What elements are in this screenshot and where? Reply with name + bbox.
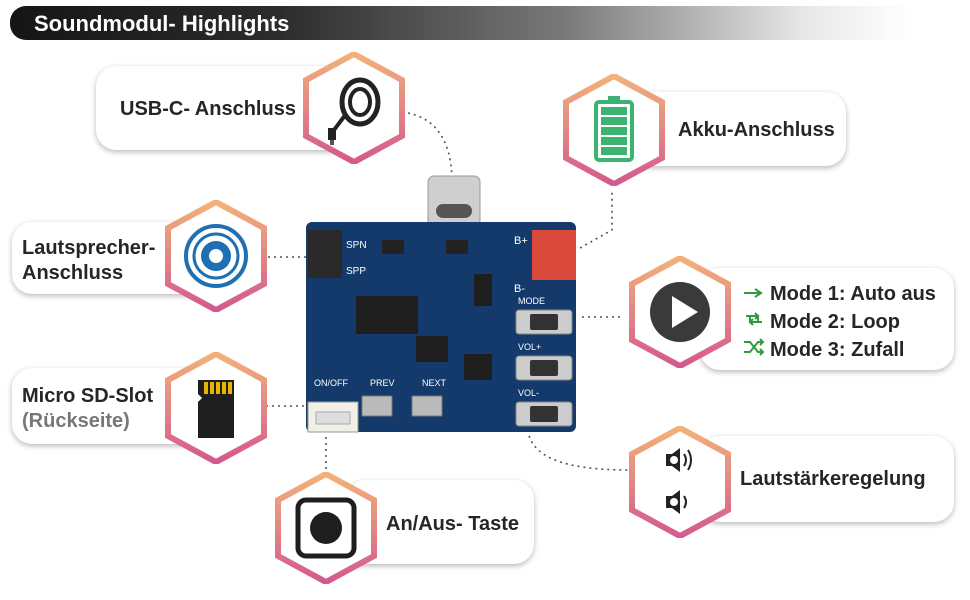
power-callout bbox=[346, 480, 534, 564]
power-label: An/Aus- Taste bbox=[386, 513, 519, 535]
page-title: Soundmodul- Highlights bbox=[34, 11, 290, 36]
battery-icon bbox=[563, 74, 665, 186]
sd-label-line1: Micro SD-Slot bbox=[22, 385, 154, 407]
header-bar: Soundmodul- Highlights bbox=[10, 6, 910, 40]
mode-button-label: MODE bbox=[518, 296, 545, 306]
speaker-icon bbox=[165, 200, 267, 312]
volume-connector-line bbox=[527, 429, 629, 471]
micro-sd-card-icon bbox=[165, 352, 267, 464]
volminus-button-label: VOL- bbox=[518, 388, 539, 398]
sound-module-board: SPN SPP B+ B- MODE VOL+ VOL- ON/OFF PREV… bbox=[306, 175, 576, 433]
mode-label-2: Mode 2: Loop bbox=[770, 310, 900, 333]
mode-item-2: Mode 2: Loop bbox=[742, 308, 936, 336]
prev-label: PREV bbox=[370, 378, 395, 388]
arrow-right-icon bbox=[742, 283, 770, 306]
bplus-label: B+ bbox=[514, 235, 528, 247]
modes-callout bbox=[700, 268, 954, 370]
spn-label: SPN bbox=[346, 240, 367, 251]
push-button-icon bbox=[275, 472, 377, 584]
play-icon bbox=[629, 256, 731, 368]
battery-connector-line bbox=[579, 190, 613, 249]
speaker-connector bbox=[308, 230, 342, 278]
mode-label-1: Mode 1: Auto aus bbox=[770, 282, 936, 305]
usb-label: USB-C- Anschluss bbox=[120, 98, 296, 120]
next-button[interactable] bbox=[411, 395, 443, 417]
speaker-label: Lautsprecher- Anschluss bbox=[22, 236, 155, 286]
sd-label: Micro SD-Slot (Rückseite) bbox=[22, 384, 153, 434]
usb-connector-line bbox=[401, 111, 453, 179]
usb-c-cable-icon bbox=[303, 52, 405, 164]
battery-label: Akku-Anschluss bbox=[678, 119, 835, 141]
usb-c-port bbox=[427, 175, 481, 227]
mode-list: Mode 1: Auto aus Mode 2: Loop Mode 3: Zu… bbox=[742, 280, 936, 364]
next-label: NEXT bbox=[422, 378, 447, 388]
pcb-board bbox=[306, 222, 576, 432]
mode-item-1: Mode 1: Auto aus bbox=[742, 280, 936, 308]
amplifier-chip bbox=[356, 296, 418, 334]
sd-label-line2: (Rückseite) bbox=[22, 410, 130, 432]
bminus-label: B- bbox=[514, 283, 525, 295]
mode-label-3: Mode 3: Zufall bbox=[770, 338, 905, 361]
shuffle-icon bbox=[742, 338, 770, 362]
speaker-label-line1: Lautsprecher- bbox=[22, 237, 156, 259]
volume-icon bbox=[629, 426, 731, 538]
volume-label: Lautstärkeregelung bbox=[740, 468, 926, 490]
loop-icon bbox=[742, 310, 770, 334]
volume-callout bbox=[700, 436, 954, 522]
onoff-label: ON/OFF bbox=[314, 378, 348, 388]
volplus-button-label: VOL+ bbox=[518, 342, 541, 352]
battery-connector bbox=[532, 230, 576, 280]
mode-item-3: Mode 3: Zufall bbox=[742, 336, 936, 364]
prev-button[interactable] bbox=[361, 395, 393, 417]
speaker-label-line2: Anschluss bbox=[22, 262, 124, 284]
spp-label: SPP bbox=[346, 266, 366, 277]
